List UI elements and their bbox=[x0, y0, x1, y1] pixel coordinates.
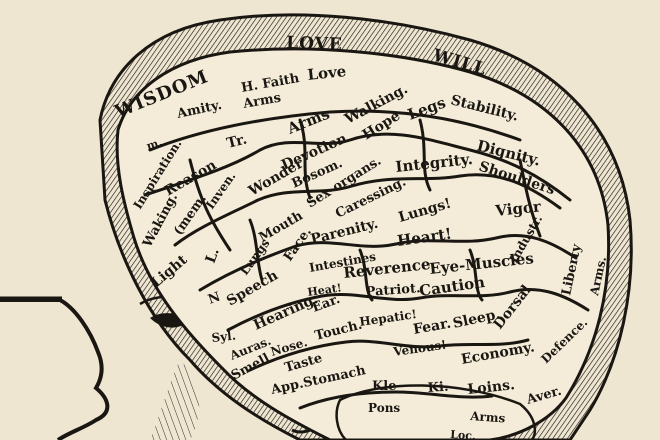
label-vigor: Vigor bbox=[494, 197, 543, 220]
label-ki: Ki. bbox=[427, 380, 449, 396]
label-fear: Fear. bbox=[412, 316, 452, 338]
cerebellum-outline bbox=[335, 384, 536, 440]
label-arms-top: Arms bbox=[241, 91, 282, 113]
label-loc: Loc. bbox=[450, 428, 476, 440]
label-love: Love bbox=[307, 62, 347, 84]
band-love: LOVE bbox=[286, 33, 343, 55]
label-syl: Syl. bbox=[211, 329, 237, 345]
brain-folds bbox=[143, 109, 590, 410]
label-tr: Tr. bbox=[225, 131, 249, 151]
label-pons: Pons bbox=[368, 401, 400, 415]
label-n: N bbox=[206, 290, 222, 308]
label-m: m. bbox=[145, 136, 164, 153]
label-loins: Loins. bbox=[467, 377, 516, 398]
brain bbox=[115, 47, 611, 440]
label-heat: Heat! bbox=[307, 281, 343, 299]
label-arms-bottom: Arms bbox=[469, 409, 506, 426]
label-patriot: Patriot. bbox=[365, 281, 421, 300]
label-l: L. bbox=[203, 246, 223, 265]
label-kle: Kle bbox=[372, 379, 397, 394]
